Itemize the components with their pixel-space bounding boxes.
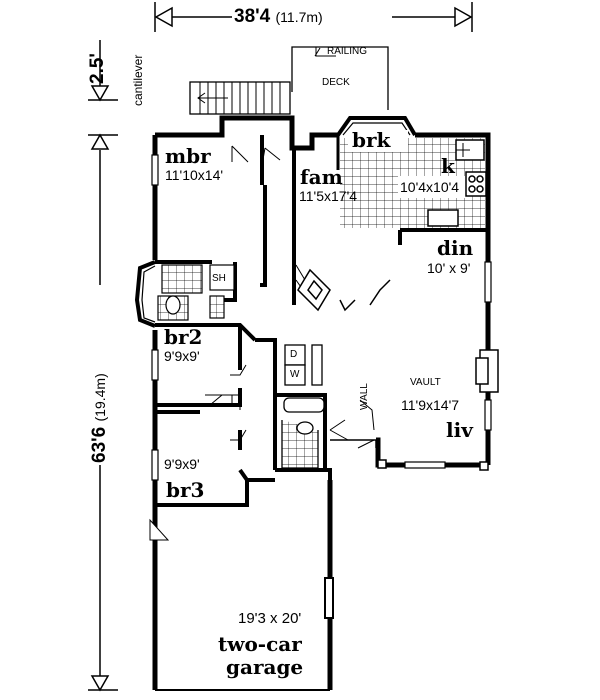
kitchen-label-blank (348, 130, 468, 198)
room-mbr-size: 11'10x14' (165, 167, 224, 183)
breakfast-bay (336, 116, 417, 170)
master-bath-fixtures (157, 264, 235, 321)
room-mbr-name: mbr (165, 144, 211, 168)
porch-posts (330, 439, 489, 471)
overall-width-metric: (11.7m) (275, 9, 323, 25)
wall-label: WALL (359, 383, 370, 410)
living-fireplace (475, 349, 499, 393)
room-k-name: k (441, 154, 455, 178)
washer-label: W (290, 369, 300, 380)
overall-width-label: 38'4 (11.7m) (234, 7, 323, 26)
railing-leader (314, 47, 321, 57)
room-garage-name-line2: garage (226, 655, 304, 679)
overall-depth-label: 63'6 (19.4m) (89, 373, 110, 463)
garage-door (155, 577, 334, 691)
room-liv-size: 11'9x14'7 (401, 397, 460, 413)
bath-bay (134, 260, 156, 328)
laundry-area (281, 344, 325, 469)
cantilever-dimension: 2.5' (87, 53, 108, 84)
room-liv-name: liv (446, 418, 473, 442)
overall-width: 38'4 (234, 6, 271, 27)
deck-label: DECK (322, 77, 350, 88)
shower-label: SH (212, 273, 226, 284)
room-garage-size: 19'3 x 20' (238, 610, 302, 627)
room-br3-name: br3 (166, 478, 205, 502)
room-din-name: din (437, 236, 474, 260)
railing-label: RAILING (327, 46, 368, 57)
width-dimension-line (154, 2, 473, 32)
room-brk-name: brk (352, 128, 391, 152)
family-fireplace (297, 268, 391, 312)
room-k-size: 10'4x10'4 (400, 179, 460, 195)
room-br2-size: 9'9x9' (164, 348, 200, 364)
kitchen-counters (427, 139, 487, 227)
window-markers (151, 154, 492, 481)
cantilever-label: cantilever (131, 54, 145, 106)
room-fam-name: fam (300, 165, 343, 189)
room-br2-name: br2 (164, 325, 203, 349)
room-din-size: 10' x 9' (427, 260, 471, 276)
room-garage-name-line1: two-car (218, 632, 302, 656)
overall-depth: 63'6 (89, 426, 110, 463)
vault-label: VAULT (410, 377, 441, 388)
deck (189, 46, 389, 115)
dryer-label: D (290, 349, 298, 360)
room-br3-size: 9'9x9' (164, 456, 200, 472)
room-fam-size: 11'5x17'4 (299, 188, 358, 204)
overall-depth-metric: (19.4m) (92, 373, 108, 422)
depth-dimension-line (88, 40, 118, 692)
